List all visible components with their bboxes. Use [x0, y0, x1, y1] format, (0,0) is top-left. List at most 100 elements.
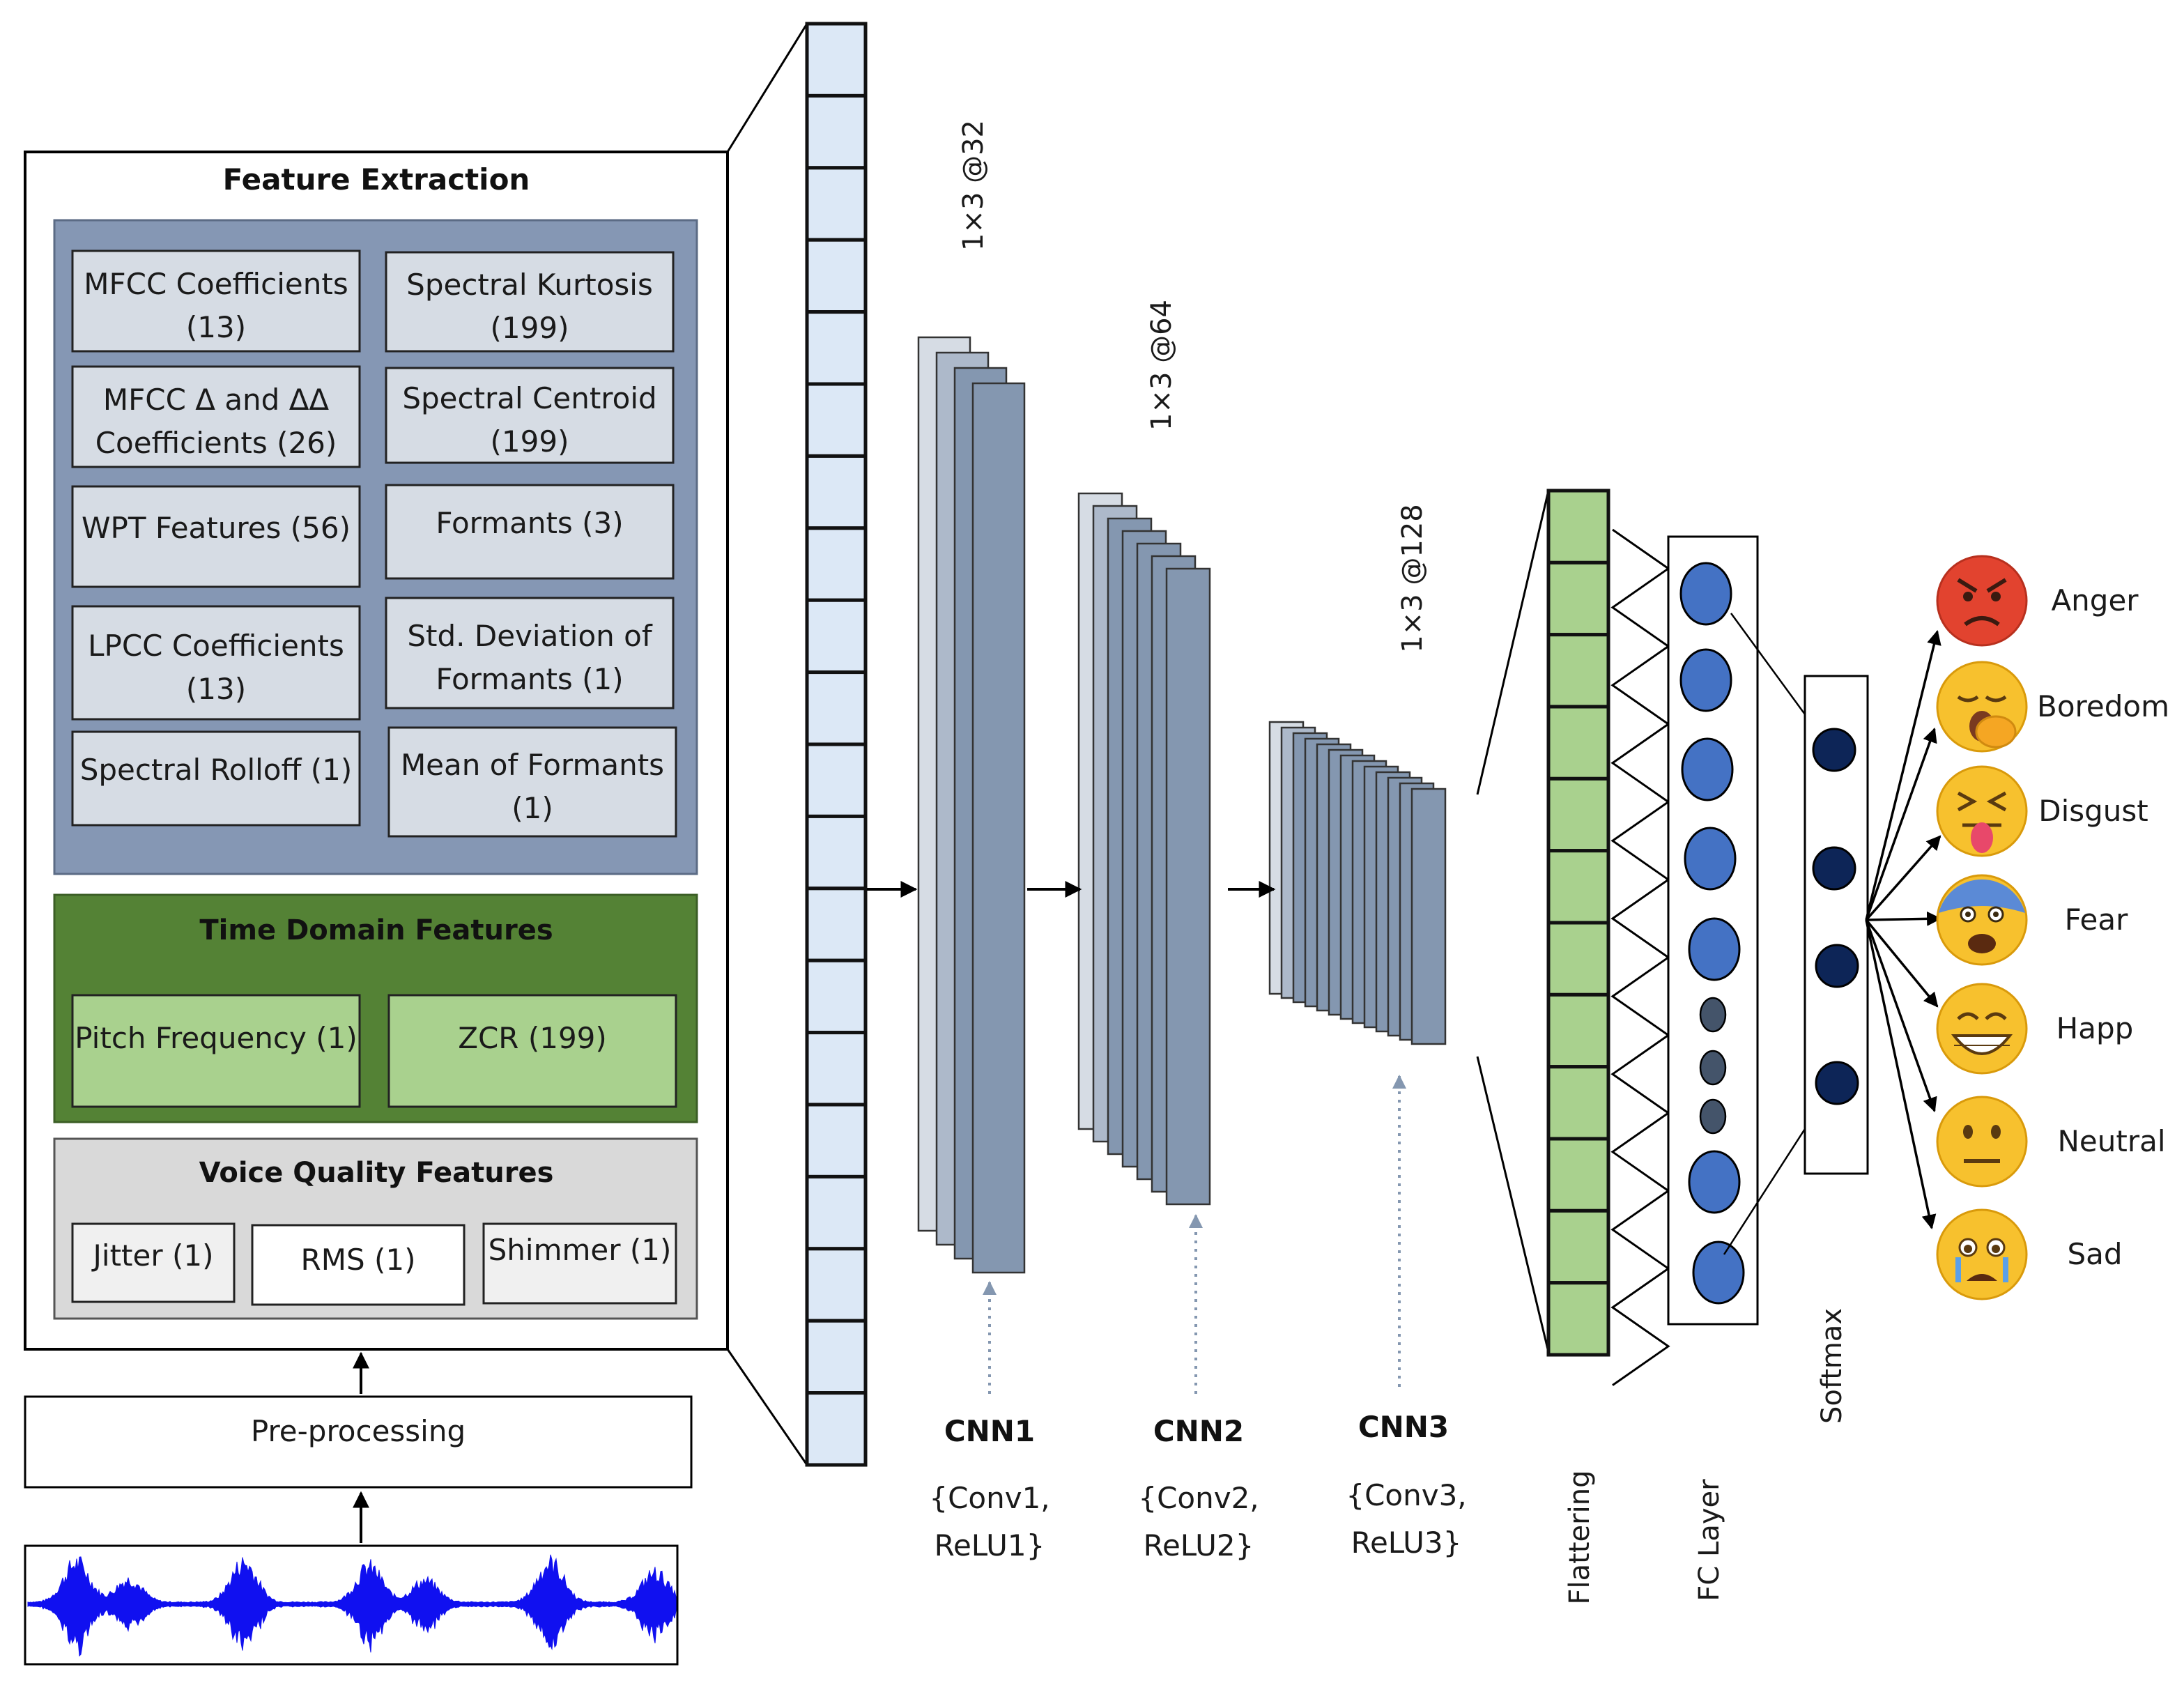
sad-face-icon [1936, 1208, 2028, 1300]
output-arrow [1865, 728, 1937, 921]
input-cell [805, 814, 868, 891]
spectral-feature-box [71, 249, 361, 353]
fc-layer-label: FC Layer [1693, 1479, 1725, 1602]
flatten-cell [1546, 1065, 1610, 1141]
spectral-feature-box [385, 484, 675, 580]
cnn2-feature-maps [1077, 492, 1211, 1206]
emotion-label: Anger [2051, 583, 2139, 617]
emotion-label: Sad [2067, 1237, 2122, 1271]
flatten-cell [1546, 1208, 1610, 1285]
voice-feature-label: Shimmer (1) [489, 1233, 672, 1267]
softmax-node [1815, 1061, 1859, 1105]
flatten-cell [1546, 633, 1610, 709]
input-cell [805, 670, 868, 746]
fc-node-ellipsis [1699, 1098, 1727, 1135]
spectral-feature-label: MFCC Coefficients [84, 267, 348, 301]
input-cell [805, 166, 868, 242]
input-cell [805, 1174, 868, 1251]
flatten-layer [1546, 489, 1610, 1357]
feature-map [971, 382, 1026, 1274]
input-cell [805, 1391, 868, 1467]
feature-extraction-title: Feature Extraction [223, 162, 530, 197]
output-arrow [1865, 919, 1937, 1230]
grinning-face-icon [1936, 983, 2028, 1075]
input-cell [805, 1103, 868, 1178]
cnn1-kernel-label: 1×3 @32 [958, 120, 990, 251]
flatten-cell [1546, 776, 1610, 853]
spectral-feature-label: WPT Features (56) [82, 511, 351, 545]
yawning-face-icon [1936, 661, 2028, 753]
cnn3-kernel-label: 1×3 @128 [1397, 504, 1429, 652]
output-arrow [1866, 911, 1942, 926]
voice-feature-box [251, 1224, 466, 1306]
voice-feature-label: Jitter (1) [91, 1238, 214, 1273]
fc-node [1692, 1241, 1745, 1305]
spectral-feature-label: (199) [491, 311, 569, 345]
flatten-cell [1546, 992, 1610, 1069]
time-feature-label: Pitch Frequency (1) [75, 1021, 357, 1055]
flatten-zoom-bottom [1476, 1056, 1550, 1353]
time-domain-title: Time Domain Features [199, 914, 553, 946]
output-arrow [1865, 919, 1937, 1112]
feature-extraction-panel: Feature Extraction MFCC Coefficients (13)… [24, 151, 729, 1351]
flatten-fc-connections [1610, 528, 1670, 1386]
neutral-face-icon [1936, 1096, 2028, 1188]
emotion-label: Fear [2065, 903, 2128, 937]
preprocessing-label: Pre-processing [251, 1414, 466, 1448]
fc-node [1688, 917, 1741, 981]
softmax-node [1815, 944, 1859, 988]
voice-feature-label: RMS (1) [301, 1243, 416, 1277]
spectral-feature-label: Formants (3) [436, 506, 623, 540]
fc-node [1688, 1150, 1741, 1214]
spectral-feature-box [71, 730, 361, 827]
output-arrow [1865, 919, 1939, 1008]
cnn2-layers-line2: ReLU2} [1144, 1528, 1254, 1562]
flatten-cell [1546, 1137, 1610, 1213]
spectral-feature-label: Std. Deviation of [407, 619, 652, 653]
fc-node-ellipsis [1699, 1050, 1727, 1086]
flattening-label: Flattering [1564, 1471, 1596, 1605]
softmax-nodes [1812, 728, 1859, 1105]
spectral-feature-label: Coefficients (26) [95, 426, 337, 460]
spectral-feature-label: (1) [512, 791, 553, 825]
input-cell [805, 310, 868, 386]
flatten-zoom-top [1476, 490, 1550, 795]
cnn3-feature-maps [1268, 721, 1447, 1045]
feature-map [1410, 788, 1447, 1045]
spectral-feature-label: MFCC Δ and ΔΔ [103, 383, 330, 417]
flatten-cell [1546, 489, 1610, 565]
input-cell [805, 382, 868, 458]
cnn1-layers-line1: {Conv1, [929, 1481, 1049, 1515]
spectral-feature-box [71, 605, 361, 721]
input-feature-vector [805, 22, 868, 1467]
spectral-feature-box [385, 367, 675, 464]
spectral-feature-box [385, 251, 675, 353]
cnn1-layers-line2: ReLU1} [935, 1528, 1045, 1562]
fc-node [1684, 827, 1737, 891]
input-cell [805, 526, 868, 602]
input-cell [805, 93, 868, 170]
voice-quality-title: Voice Quality Features [199, 1157, 554, 1189]
input-cell [805, 1031, 868, 1107]
output-arrows [1865, 629, 1942, 1230]
input-cell [805, 1319, 868, 1395]
input-cell [805, 238, 868, 314]
cnn2-layers-line1: {Conv2, [1138, 1481, 1259, 1515]
flatten-cell [1546, 849, 1610, 925]
softmax-node [1812, 728, 1856, 772]
spectral-feature-label: Spectral Kurtosis [406, 268, 653, 302]
cnn2-name: CNN2 [1153, 1414, 1244, 1448]
spectral-feature-label: (13) [186, 672, 246, 706]
time-feature-box [387, 994, 677, 1108]
time-feature-box [71, 994, 361, 1108]
zoom-line-bottom [726, 1349, 808, 1466]
zoom-line-top [726, 23, 808, 153]
fc-node [1679, 562, 1732, 626]
spectral-feature-box [385, 597, 675, 709]
fc-node [1679, 648, 1732, 712]
spectral-feature-label: Spectral Rolloff (1) [80, 753, 353, 787]
time-feature-label: ZCR (199) [458, 1021, 607, 1055]
cnn3-name: CNN3 [1358, 1410, 1449, 1444]
